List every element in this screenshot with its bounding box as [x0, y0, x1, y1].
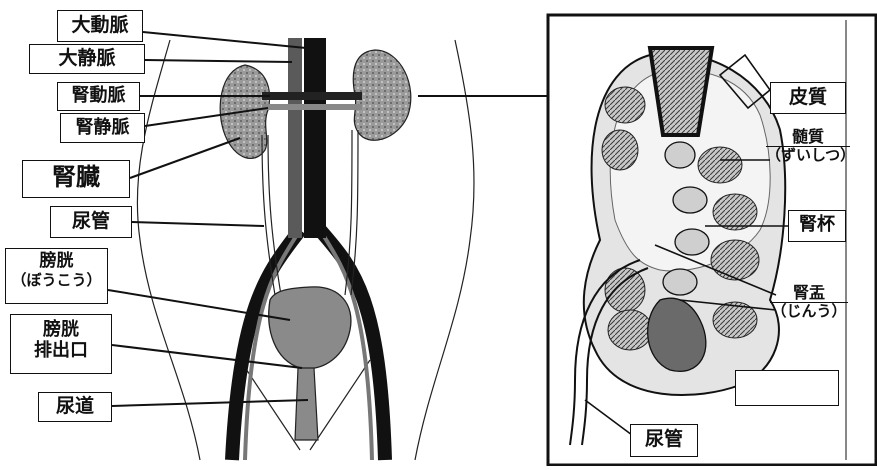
vena-cava-vessel	[288, 38, 302, 238]
label-ureter-left: 尿管	[50, 206, 132, 238]
label-urethra: 尿道	[38, 392, 112, 422]
label-aorta: 大動脈	[57, 10, 143, 42]
bladder-shape	[269, 287, 351, 440]
label-renal-artery: 腎動脈	[57, 82, 140, 111]
label-calyx: 腎杯	[788, 210, 846, 242]
label-pelvis: 腎盂 （じんう）	[770, 284, 848, 340]
label-bladder: 膀胱 （ぼうこう）	[5, 248, 108, 304]
label-kidney: 腎臓	[22, 160, 130, 198]
label-renal-vein: 腎静脈	[60, 113, 145, 143]
label-bladder-outlet: 膀胱 排出口	[10, 314, 112, 374]
label-vena-cava: 大静脈	[29, 44, 145, 74]
label-medulla: 髄質 （ずいしつ）	[766, 128, 850, 184]
blank-label-box	[735, 370, 839, 406]
label-ureter-right: 尿管	[630, 424, 698, 457]
label-cortex: 皮質	[770, 82, 846, 114]
aorta-vessel	[304, 38, 326, 238]
